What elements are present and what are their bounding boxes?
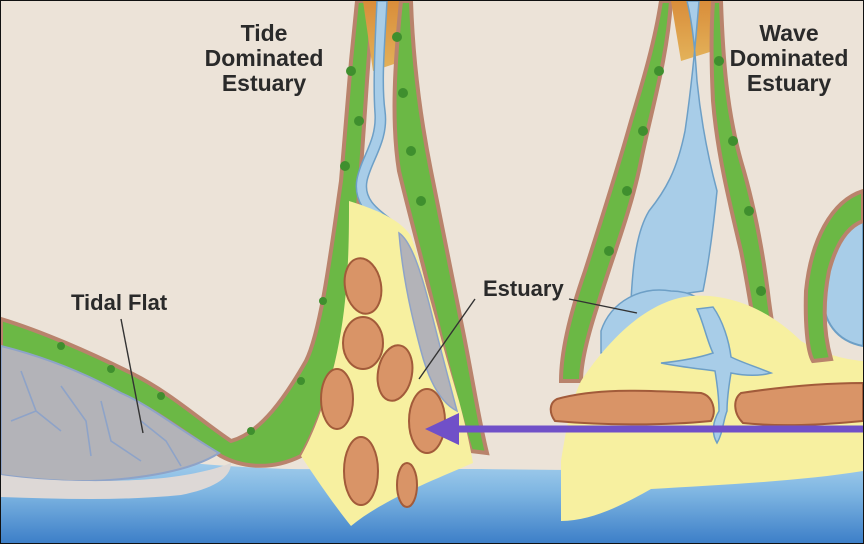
wave-estuary-title-line-3: Estuary: [719, 71, 859, 96]
tidal-flat-label: Tidal Flat: [71, 291, 167, 315]
wave-estuary-title-line-2: Dominated: [719, 46, 859, 71]
wave-estuary-title: Wave Dominated Estuary: [719, 21, 859, 95]
wave-estuary-title-line-1: Wave: [719, 21, 859, 46]
tide-estuary-title-line-3: Estuary: [189, 71, 339, 96]
tide-estuary-title: Tide Dominated Estuary: [189, 21, 339, 95]
tide-estuary-title-line-1: Tide: [189, 21, 339, 46]
tide-estuary-title-line-2: Dominated: [189, 46, 339, 71]
estuary-label: Estuary: [483, 277, 564, 301]
wave-barrier-bar-left: [551, 391, 714, 425]
